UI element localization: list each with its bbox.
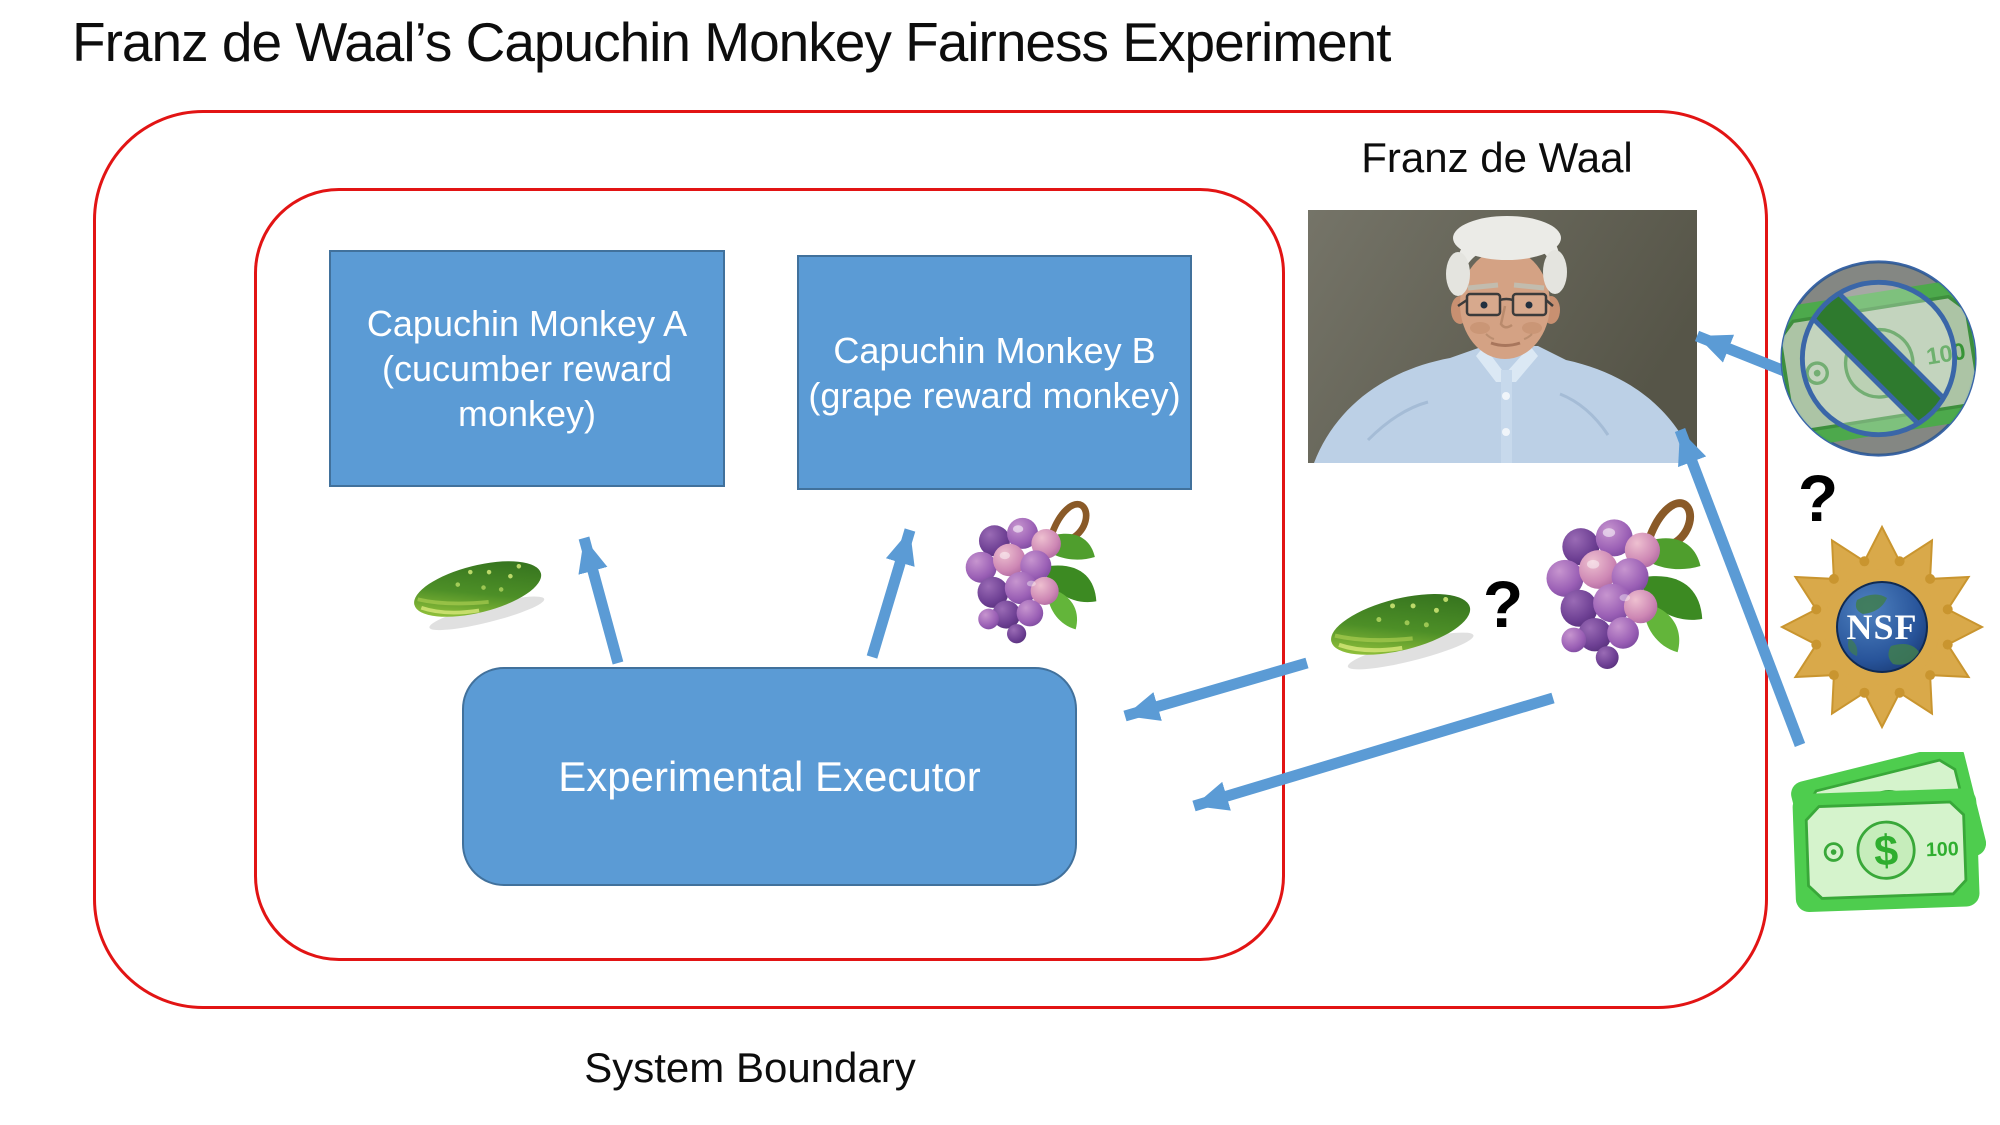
system-boundary-label: System Boundary (584, 1044, 916, 1091)
monkey-a-line-3: monkey) (457, 393, 597, 434)
money-icon (1790, 752, 1986, 914)
capuchin-monkey-b-box: Capuchin Monkey B (grape reward monkey) (797, 255, 1192, 490)
researcher-name-label: Franz de Waal (1361, 134, 1633, 181)
nsf-text: NSF (1846, 607, 1917, 647)
no-money-icon (1780, 260, 1977, 457)
monkey-a-line-2: (cucumber reward (381, 348, 673, 389)
monkey-b-line-2: (grape reward monkey) (808, 374, 1181, 416)
grapes-icon (1528, 492, 1704, 677)
page-title: Franz de Waal’s Capuchin Monkey Fairness… (72, 11, 1391, 73)
cucumber-icon (1318, 576, 1484, 676)
capuchin-monkey-a-box: Capuchin Monkey A (cucumber reward monke… (329, 250, 725, 487)
franz-de-waal-photo (1308, 210, 1697, 463)
monkey-b-line-1: Capuchin Monkey B (833, 329, 1156, 371)
executor-label: Experimental Executor (558, 752, 981, 800)
reward-question-mark: ? (1482, 567, 1524, 641)
inner-experiment-boundary (254, 188, 1285, 961)
nsf-logo: NSF (1779, 524, 1985, 730)
experimental-executor-box: Experimental Executor (462, 667, 1077, 886)
grapes-icon (950, 495, 1098, 650)
monkey-a-line-1: Capuchin Monkey A (366, 303, 688, 344)
cucumber-icon (402, 545, 554, 636)
funding-question-mark: ? (1797, 461, 1839, 535)
